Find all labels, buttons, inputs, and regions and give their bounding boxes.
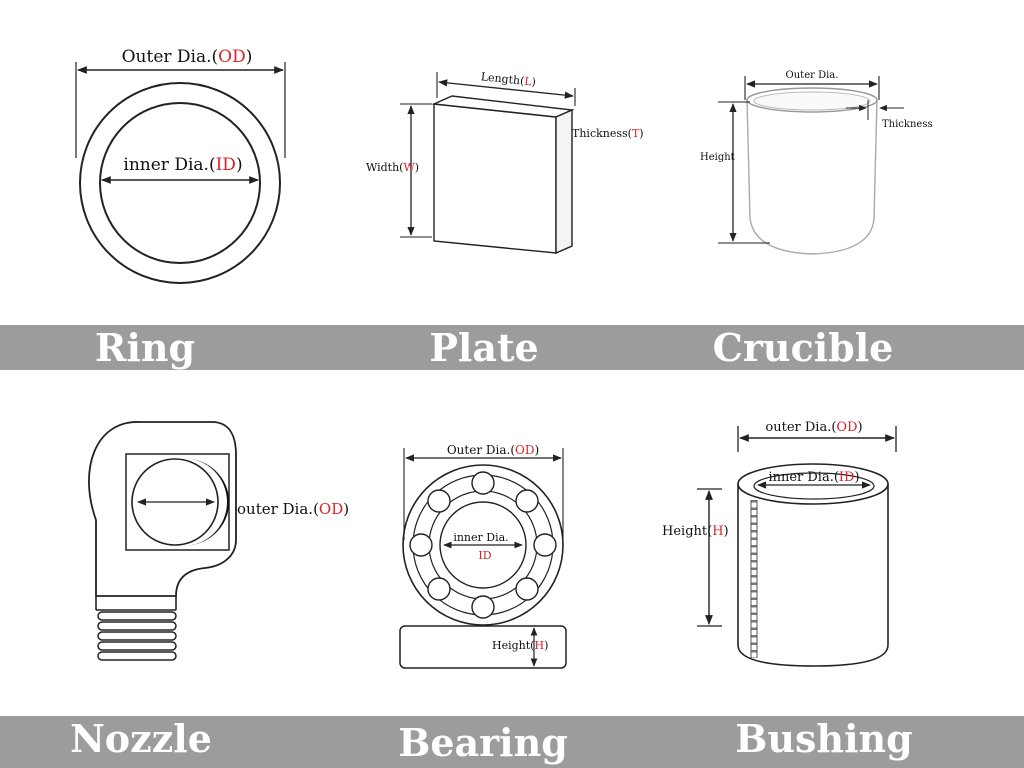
- crucible-height-label: Height: [700, 152, 735, 163]
- ring-inner-circle: [99, 102, 261, 264]
- bushing-id-label: inner Dia.(ID): [768, 470, 859, 485]
- nozzle-od-label: outer Dia.(OD): [237, 500, 349, 518]
- bearing-base: [399, 625, 567, 669]
- bearing-balls: [409, 471, 557, 619]
- caption-band-top: Ring Plate Crucible: [0, 325, 1024, 370]
- ring-figure: Outer Dia.(OD) inner Dia.(ID): [75, 47, 286, 284]
- bushing-figure: outer Dia.(OD) inner Dia.(ID) Height(H): [662, 420, 897, 667]
- bearing-id-label: inner Dia.: [453, 531, 508, 544]
- crucible-rim-inner: [753, 91, 871, 111]
- bearing-height-label: Height(H): [492, 639, 548, 652]
- crucible-body: [746, 99, 878, 255]
- plate-figure: Length(L) Width(W) Thickness(T): [366, 70, 644, 255]
- bushing-height-label: Height(H): [662, 524, 729, 539]
- caption-plate: Plate: [429, 325, 539, 370]
- caption-bearing: Bearing: [398, 720, 568, 765]
- plate-side-face: [555, 108, 573, 255]
- nozzle-bore: [131, 458, 219, 546]
- bearing-id-code: ID: [478, 549, 491, 562]
- ring-outer-circle: [79, 82, 281, 284]
- crucible-thickness-label: Thickness: [882, 119, 933, 130]
- ring-id-label: inner Dia.(ID): [123, 155, 242, 175]
- ring-od-label: Outer Dia.(OD): [122, 47, 253, 67]
- bushing-seam: [750, 500, 758, 658]
- bushing-od-label: outer Dia.(OD): [765, 420, 862, 435]
- caption-nozzle: Nozzle: [70, 716, 212, 761]
- caption-ring: Ring: [94, 325, 196, 370]
- crucible-figure: Outer Dia. Height Thickness: [700, 70, 933, 255]
- plate-thickness-label: Thickness(T): [572, 127, 644, 140]
- plate-width-label: Width(W): [366, 161, 419, 174]
- caption-band-bottom: Nozzle Bearing Bushing: [0, 716, 1024, 768]
- nozzle-thread: [97, 611, 177, 661]
- plate-front-face: [433, 103, 557, 254]
- caption-crucible: Crucible: [712, 325, 894, 370]
- bearing-inner-ring: [439, 501, 527, 589]
- crucible-od-label: Outer Dia.: [786, 70, 839, 81]
- nozzle-figure: outer Dia.(OD): [88, 421, 349, 661]
- bushing-body: [737, 484, 889, 667]
- bearing-od-label: Outer Dia.(OD): [447, 443, 539, 457]
- bearing-figure: Outer Dia.(OD) inner Dia. ID Height(H): [399, 443, 567, 669]
- plate-length-dim-arrow: [438, 79, 574, 99]
- plate-length-label: Length(L): [480, 70, 536, 89]
- caption-bushing: Bushing: [735, 716, 913, 761]
